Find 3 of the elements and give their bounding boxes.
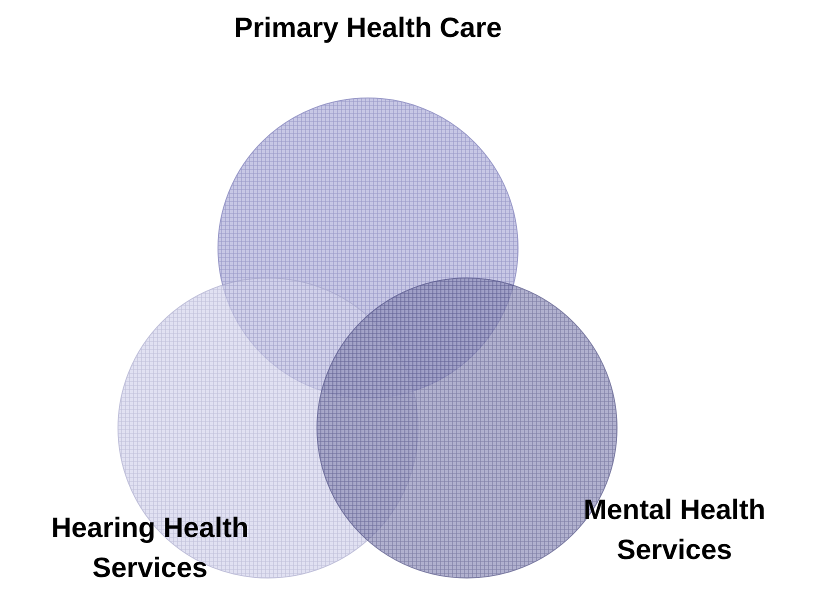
circle-label: Mental Health Services xyxy=(582,493,767,567)
circle-label: Primary Health Care xyxy=(233,11,503,45)
circle-label: Hearing Health Services xyxy=(50,511,250,585)
